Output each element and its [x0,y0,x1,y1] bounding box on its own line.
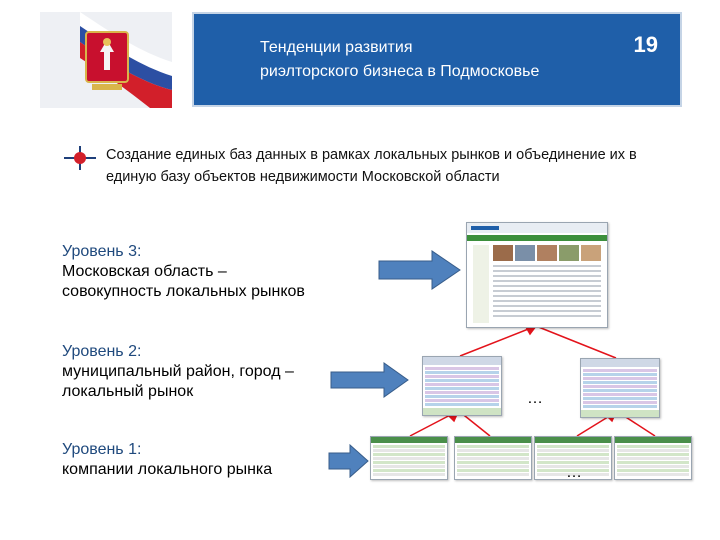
level-1-line1: компании локального рынка [62,461,273,478]
slide-title: Тенденции развития риэлторского бизнеса … [260,36,539,84]
level-3-label: Уровень 3: Московская область – совокупн… [62,242,305,302]
level-2-arrow [330,362,409,398]
level-2-title: Уровень 2: [62,343,142,360]
district-market-thumbnail [422,356,502,416]
level-3-line2: совокупность локальных рынков [62,283,305,300]
level-3-line1: Московская область – [62,263,227,280]
level-2-line1: муниципальный район, город – [62,363,294,380]
level-3-title: Уровень 3: [62,243,142,260]
compass-star-icon [64,146,96,170]
slide-title-line1: Тенденции развития [260,39,413,56]
company-listing-thumbnail [454,436,532,480]
region-portal-thumbnail [466,222,608,328]
bullet-text: Создание единых баз данных в рамках лока… [106,147,637,185]
level-3-arrow [378,250,461,290]
company-listing-thumbnail [370,436,448,480]
level-1-title: Уровень 1: [62,441,142,458]
slide-number: 19 [633,32,658,57]
slide-header: Тенденции развития риэлторского бизнеса … [192,12,682,107]
slide-title-line2: риэлторского бизнеса в Подмосковье [260,63,540,80]
district-market-thumbnail [580,358,660,418]
level-2-line2: локальный рынок [62,383,194,400]
flag-emblem-icon [40,12,172,108]
ellipsis-level-2: … [527,390,543,407]
company-listing-thumbnail [534,436,612,480]
ellipsis-level-1: … [566,464,582,481]
level-2-label: Уровень 2: муниципальный район, город – … [62,342,294,402]
level-1-label: Уровень 1: компании локального рынка [62,440,272,480]
moscow-region-logo [40,12,172,108]
company-listing-thumbnail [614,436,692,480]
level-1-arrow [328,444,369,478]
